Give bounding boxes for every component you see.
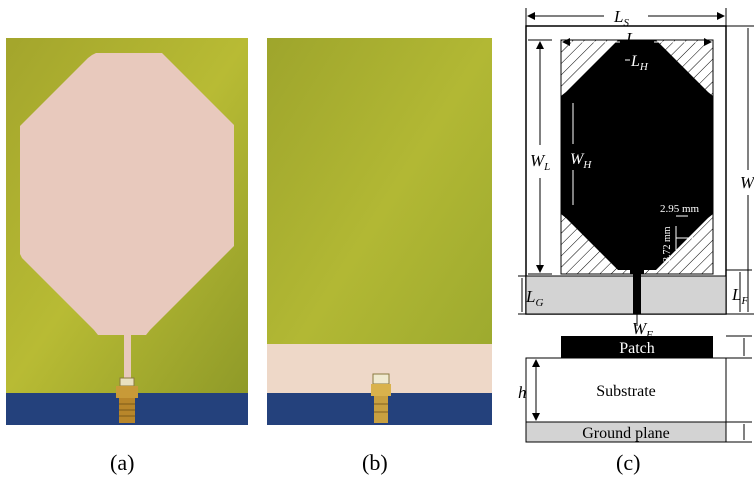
sma-connector-b xyxy=(371,373,391,423)
label-ll: LL xyxy=(625,29,642,51)
photo-a-front xyxy=(6,38,248,425)
label-wl: WL xyxy=(530,151,550,173)
label-lh: LH xyxy=(630,53,649,73)
caption-b: (b) xyxy=(362,450,388,475)
photo-b-back xyxy=(267,38,492,425)
cross-substrate-label: Substrate xyxy=(596,383,656,400)
label-ls: LS xyxy=(613,7,629,29)
copper-patch-a xyxy=(20,53,234,381)
cross-ground xyxy=(525,421,727,443)
label-lg: LG xyxy=(525,287,543,309)
schematic-c: LS LL LH WL WH WS LG LF xyxy=(518,7,754,443)
label-dim-295: 2.95 mm xyxy=(660,203,700,215)
label-h: h xyxy=(518,383,527,402)
patch-shape xyxy=(561,40,713,274)
label-wh: WH xyxy=(570,151,592,171)
cross-substrate xyxy=(525,357,727,423)
label-wf: WF xyxy=(632,319,653,341)
feed-line xyxy=(633,270,641,314)
cross-patch xyxy=(561,336,713,358)
board-b xyxy=(267,38,492,393)
caption-a: (a) xyxy=(110,450,135,475)
sma-connector-a xyxy=(116,377,138,423)
label-ws: WS xyxy=(740,173,754,195)
cross-ground-label: Ground plane xyxy=(582,425,670,442)
cross-patch-label: Patch xyxy=(619,340,655,357)
label-dim-372: 3.72 mm xyxy=(662,226,673,262)
caption-c: (c) xyxy=(616,450,641,475)
ground-plane-region xyxy=(525,275,727,315)
label-lf: LF xyxy=(731,285,748,307)
